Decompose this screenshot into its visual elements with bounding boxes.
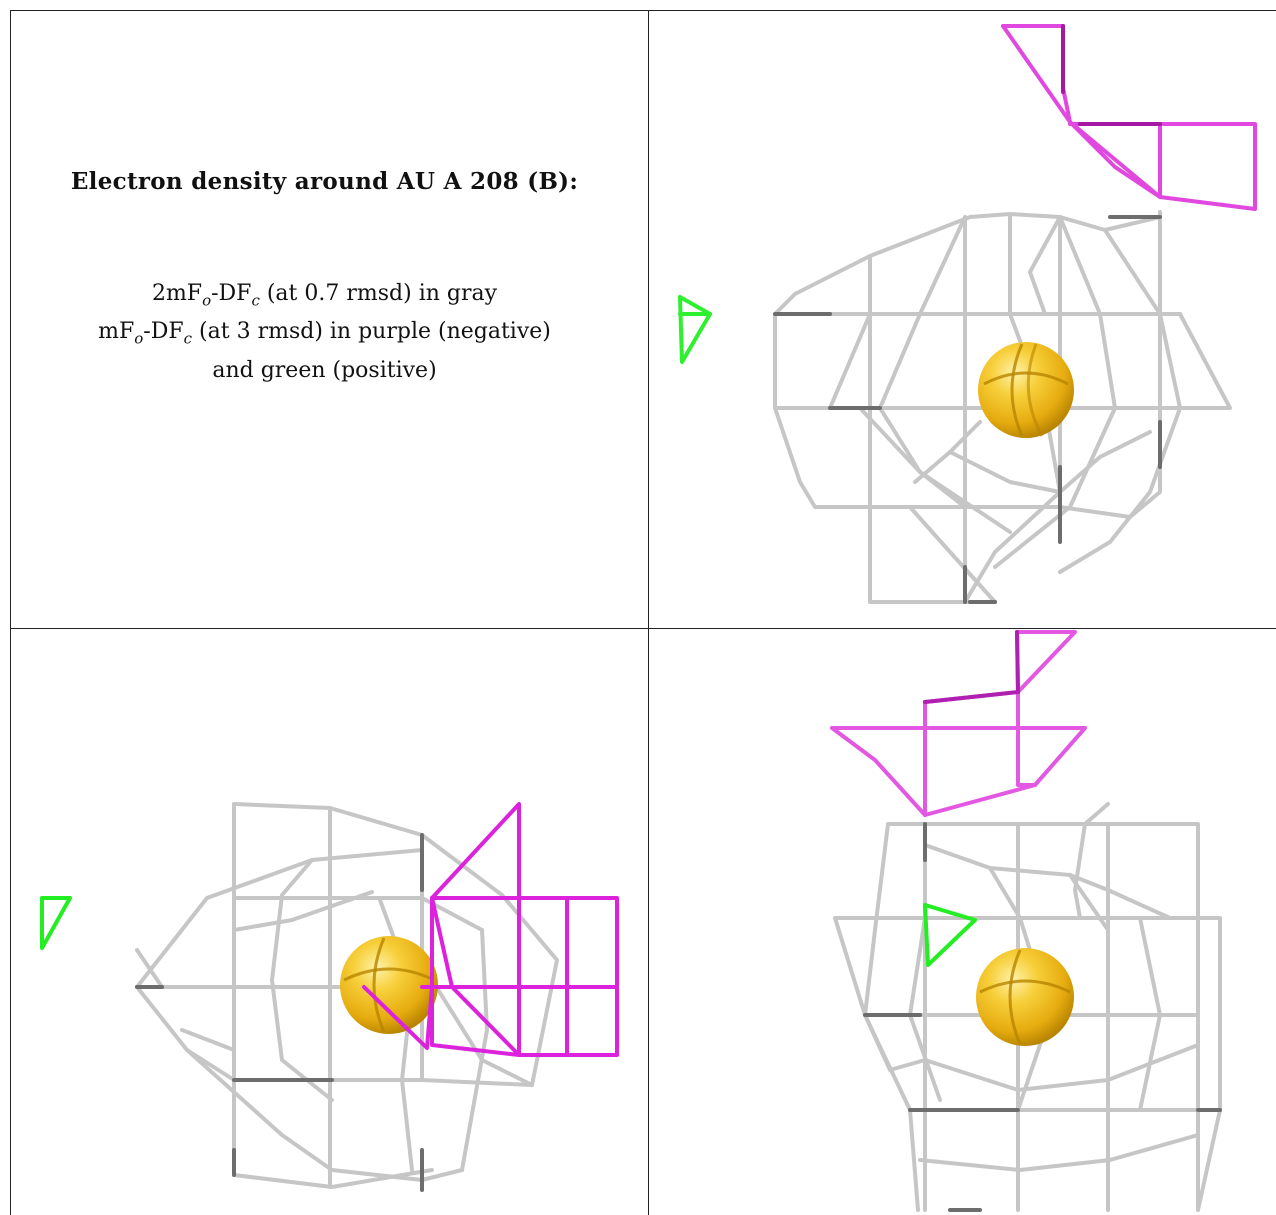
caption-title: Electron density around AU A 208 (B): bbox=[70, 168, 579, 195]
negative-density-mesh bbox=[362, 802, 619, 1057]
gray-density-mesh-dark-edges bbox=[863, 822, 1222, 1212]
legend-line-diff-post: (at 3 rmsd) in purple (negative) bbox=[192, 319, 551, 345]
atom-sphere-icon bbox=[978, 342, 1074, 438]
legend-line-gray-mid: -DF bbox=[211, 281, 252, 306]
atom-sphere-icon bbox=[340, 936, 438, 1034]
negative-density-mesh bbox=[830, 630, 1087, 817]
positive-density-mesh bbox=[40, 896, 72, 950]
legend-line-gray-sub-c: c bbox=[251, 291, 260, 310]
density-view-bottom-left bbox=[12, 630, 647, 1215]
legend-line-gray-post: (at 0.7 rmsd) in gray bbox=[259, 281, 498, 306]
gray-density-mesh-dark-edges bbox=[773, 215, 1162, 604]
positive-density-mesh bbox=[923, 903, 977, 967]
caption-cell: Electron density around AU A 208 (B): 2m… bbox=[12, 168, 637, 392]
caption-legend: 2mFo-DFc (at 0.7 rmsd) in gray mFo-DFc (… bbox=[12, 273, 637, 392]
legend-line-diff-mid: -DF bbox=[143, 319, 184, 345]
legend-line-difference: mFo-DFc (at 3 rmsd) in purple (negative) bbox=[12, 311, 637, 359]
negative-density-mesh-dark bbox=[923, 630, 1020, 704]
table-border-top bbox=[10, 10, 1276, 11]
density-view-bottom-right-canvas bbox=[830, 630, 1222, 1212]
legend-line-gray: 2mFo-DFc (at 0.7 rmsd) in gray bbox=[12, 273, 637, 321]
legend-line-gray-pre: 2mF bbox=[151, 281, 203, 306]
legend-line-green: and green (positive) bbox=[212, 357, 437, 383]
negative-density-mesh-dark bbox=[1061, 24, 1162, 126]
legend-line-gray-sub-o: o bbox=[202, 291, 212, 310]
table-border-left bbox=[10, 10, 11, 1215]
density-view-top-right-canvas bbox=[678, 24, 1257, 604]
atom-sphere-icon bbox=[976, 948, 1074, 1046]
legend-line-diff-sub-c: c bbox=[183, 329, 193, 348]
gray-density-mesh bbox=[773, 210, 1232, 604]
positive-density-mesh bbox=[678, 295, 712, 364]
density-view-bottom-left-canvas bbox=[40, 802, 619, 1192]
gray-density-mesh-dark-edges bbox=[135, 833, 424, 1192]
density-view-bottom-right bbox=[650, 630, 1276, 1215]
gray-density-mesh bbox=[135, 802, 559, 1189]
legend-line-diff-sub-o: o bbox=[134, 329, 144, 348]
legend-line-diff-pre: mF bbox=[98, 319, 135, 345]
table-border-middle bbox=[648, 10, 649, 1215]
table-border-center bbox=[10, 628, 1276, 629]
density-view-top-right bbox=[650, 12, 1276, 627]
negative-density-mesh bbox=[1001, 24, 1257, 211]
